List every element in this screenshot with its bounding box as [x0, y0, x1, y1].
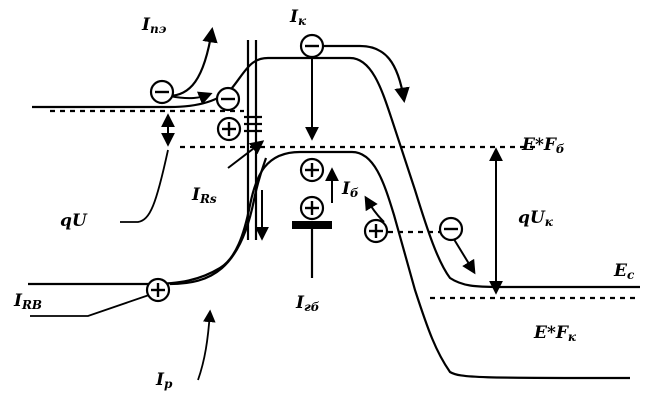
hole	[145, 277, 171, 303]
hole	[299, 157, 325, 183]
label-i-p: Ip	[155, 370, 173, 391]
label-q-uk: qUк	[518, 208, 554, 229]
label-i-b: Iб	[341, 179, 359, 200]
electron	[215, 86, 241, 112]
hole	[216, 116, 242, 142]
hole-to-collector-arrow	[364, 195, 385, 223]
electron	[149, 79, 175, 105]
hole	[363, 218, 389, 244]
label-i-gb: Iгб	[295, 293, 320, 314]
interface-states	[244, 115, 262, 133]
hole	[299, 195, 325, 221]
label-i-pe: Iпэ	[141, 15, 167, 36]
qu-leader-line	[120, 149, 169, 223]
label-e-fb: E*Fб	[521, 135, 565, 156]
hole-back-injection-arrow	[169, 157, 268, 286]
collector-electron-flow-arrow	[322, 44, 410, 104]
conduction-band-edge	[32, 56, 640, 289]
collector-electron-drop-arrow	[451, 235, 476, 275]
label-i-rs: IRs	[191, 185, 217, 206]
label-e-c: Ec	[613, 261, 635, 282]
base-contact-bar	[292, 221, 332, 229]
irb-leader-line	[30, 293, 153, 317]
label-i-k: Iк	[289, 7, 307, 28]
ip-leader-line	[197, 309, 216, 381]
electron	[299, 33, 325, 59]
irs-arrow	[227, 140, 265, 169]
label-i-rb: IRB	[13, 291, 42, 312]
label-q-u: qU	[60, 211, 88, 231]
electron-injection-arrow	[167, 26, 218, 98]
valence-band-edge	[28, 150, 631, 380]
electron-to-interface-arrow	[169, 91, 213, 105]
electron	[438, 216, 464, 242]
label-e-fk: E*Fк	[533, 323, 577, 344]
